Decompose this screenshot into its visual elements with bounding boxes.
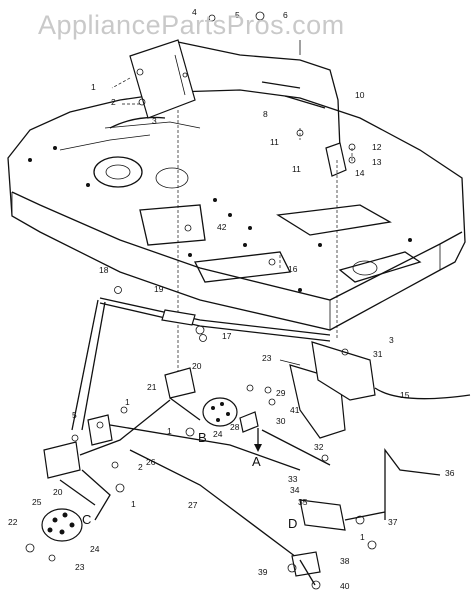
alignment-lines <box>111 77 353 385</box>
callout-13: 13 <box>372 157 382 167</box>
callout-2: 2 <box>111 97 116 107</box>
view-letter-b: B <box>198 430 207 445</box>
callout-23a: 23 <box>262 353 272 363</box>
callout-27: 27 <box>188 500 198 510</box>
callout-1: 1 <box>91 82 96 92</box>
view-letter-d: D <box>288 516 297 531</box>
callout-37: 37 <box>388 517 398 527</box>
callout-3b: 3 <box>389 335 394 345</box>
watermark: AppliancePartsPros.com <box>38 10 345 40</box>
callout-24a: 24 <box>213 429 223 439</box>
view-letters: A B C D <box>82 430 297 531</box>
callout-30: 30 <box>276 416 286 426</box>
callout-10: 10 <box>355 90 365 100</box>
view-letter-a: A <box>252 454 261 469</box>
lower-linkage <box>287 551 321 590</box>
lever-assembly-left <box>43 399 171 521</box>
callout-11b: 11 <box>292 164 301 174</box>
callout-22: 22 <box>8 517 18 527</box>
bottom-rods <box>109 424 331 561</box>
right-lever <box>299 448 441 550</box>
callout-5b: 5 <box>72 410 77 420</box>
callout-40: 40 <box>340 581 350 591</box>
callout-labels: 1 2 3 4 5 6 8 10 11 11 12 13 14 15 16 17… <box>8 7 455 591</box>
callout-8: 8 <box>263 109 268 119</box>
callout-2b: 2 <box>138 462 143 472</box>
center-bolts <box>185 384 276 437</box>
callout-34: 34 <box>290 485 300 495</box>
callout-1b: 1 <box>167 426 172 436</box>
callout-29: 29 <box>276 388 286 398</box>
callout-1d: 1 <box>360 532 365 542</box>
callout-17: 17 <box>222 331 232 341</box>
callout-28: 28 <box>230 422 240 432</box>
callout-41: 41 <box>290 405 300 415</box>
callout-11a: 11 <box>270 137 279 147</box>
gear-b <box>202 397 238 427</box>
shift-bracket <box>129 39 196 119</box>
callout-1e: 1 <box>125 397 130 407</box>
callout-16: 16 <box>288 264 298 274</box>
callout-21: 21 <box>147 382 157 392</box>
callout-25: 25 <box>32 497 42 507</box>
callout-5: 5 <box>235 10 240 20</box>
callout-4: 4 <box>192 7 197 17</box>
callout-15: 15 <box>400 390 410 400</box>
callout-26: 26 <box>146 457 156 467</box>
gear-c <box>41 508 83 542</box>
right-bracket <box>279 341 471 439</box>
callout-6: 6 <box>283 10 288 20</box>
callout-42: 42 <box>217 222 227 232</box>
callout-1c: 1 <box>131 499 136 509</box>
view-arrow-a <box>254 428 262 452</box>
callout-31: 31 <box>373 349 383 359</box>
view-letter-c: C <box>82 512 91 527</box>
callout-14: 14 <box>355 168 365 178</box>
callout-39: 39 <box>258 567 268 577</box>
callout-33: 33 <box>288 474 298 484</box>
callout-19: 19 <box>154 284 164 294</box>
callout-38: 38 <box>340 556 350 566</box>
callout-12: 12 <box>372 142 382 152</box>
linkage-rod <box>99 297 331 342</box>
callout-3: 3 <box>152 116 157 126</box>
plate-20 <box>164 367 201 421</box>
callout-32: 32 <box>314 442 324 452</box>
lift-rods <box>71 299 106 431</box>
callout-20a: 20 <box>192 361 202 371</box>
callout-24b: 24 <box>90 544 100 554</box>
callout-36: 36 <box>445 468 455 478</box>
callout-35: 35 <box>298 497 308 507</box>
chassis-frame <box>7 89 466 331</box>
callout-23b: 23 <box>75 562 85 572</box>
hardware-pins <box>25 11 356 562</box>
shift-lever <box>177 40 347 177</box>
callout-18: 18 <box>99 265 109 275</box>
callout-20b: 20 <box>53 487 63 497</box>
